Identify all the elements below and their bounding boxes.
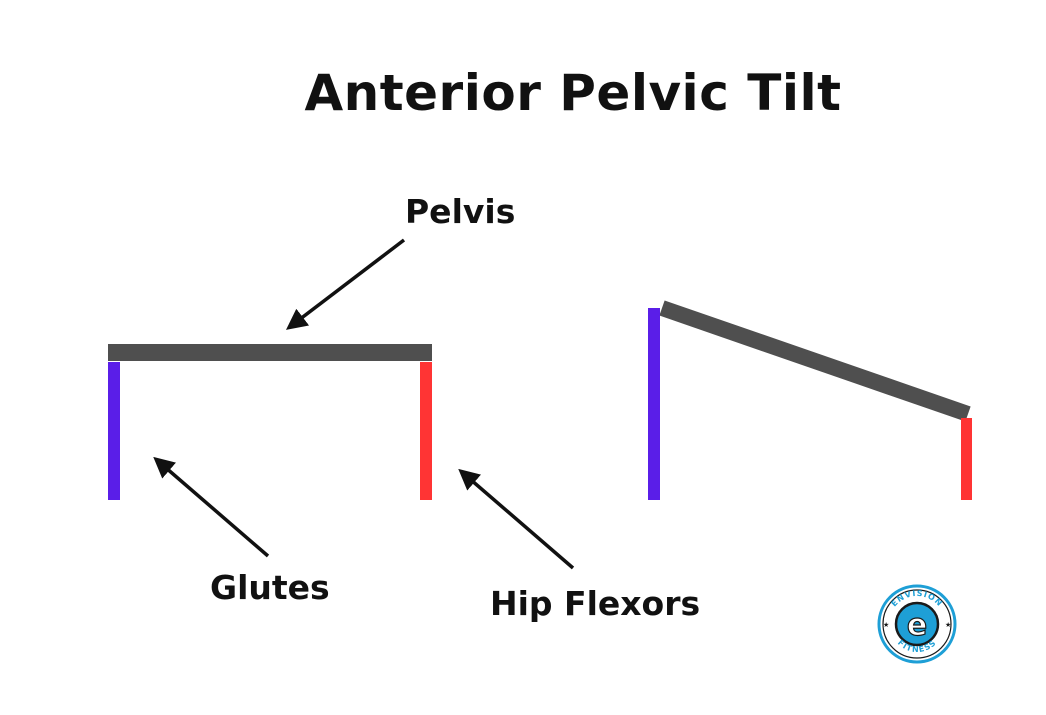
svg-text:★: ★ — [945, 621, 951, 629]
neutral-hip-flexors-bar — [420, 362, 432, 500]
svg-text:e: e — [907, 608, 927, 643]
neutral-pelvis-bar — [108, 344, 432, 361]
tilted-glutes-bar — [648, 308, 660, 500]
envision-fitness-logo: ENVISION FITNESS ★ ★ e — [877, 584, 957, 664]
pelvis-label: Pelvis — [405, 192, 516, 231]
tilted-hip-flexors-bar — [961, 418, 972, 500]
tilted-pelvis-bar — [659, 300, 971, 422]
glutes-label: Glutes — [210, 568, 330, 607]
svg-text:★: ★ — [883, 621, 889, 629]
diagram-title: Anterior Pelvic Tilt — [304, 64, 842, 122]
hip-flexors-arrow — [458, 468, 575, 570]
neutral-glutes-bar — [108, 362, 120, 500]
hip-flexors-label: Hip Flexors — [490, 584, 701, 623]
pelvis-arrow — [285, 238, 406, 330]
glutes-arrow — [153, 456, 270, 558]
